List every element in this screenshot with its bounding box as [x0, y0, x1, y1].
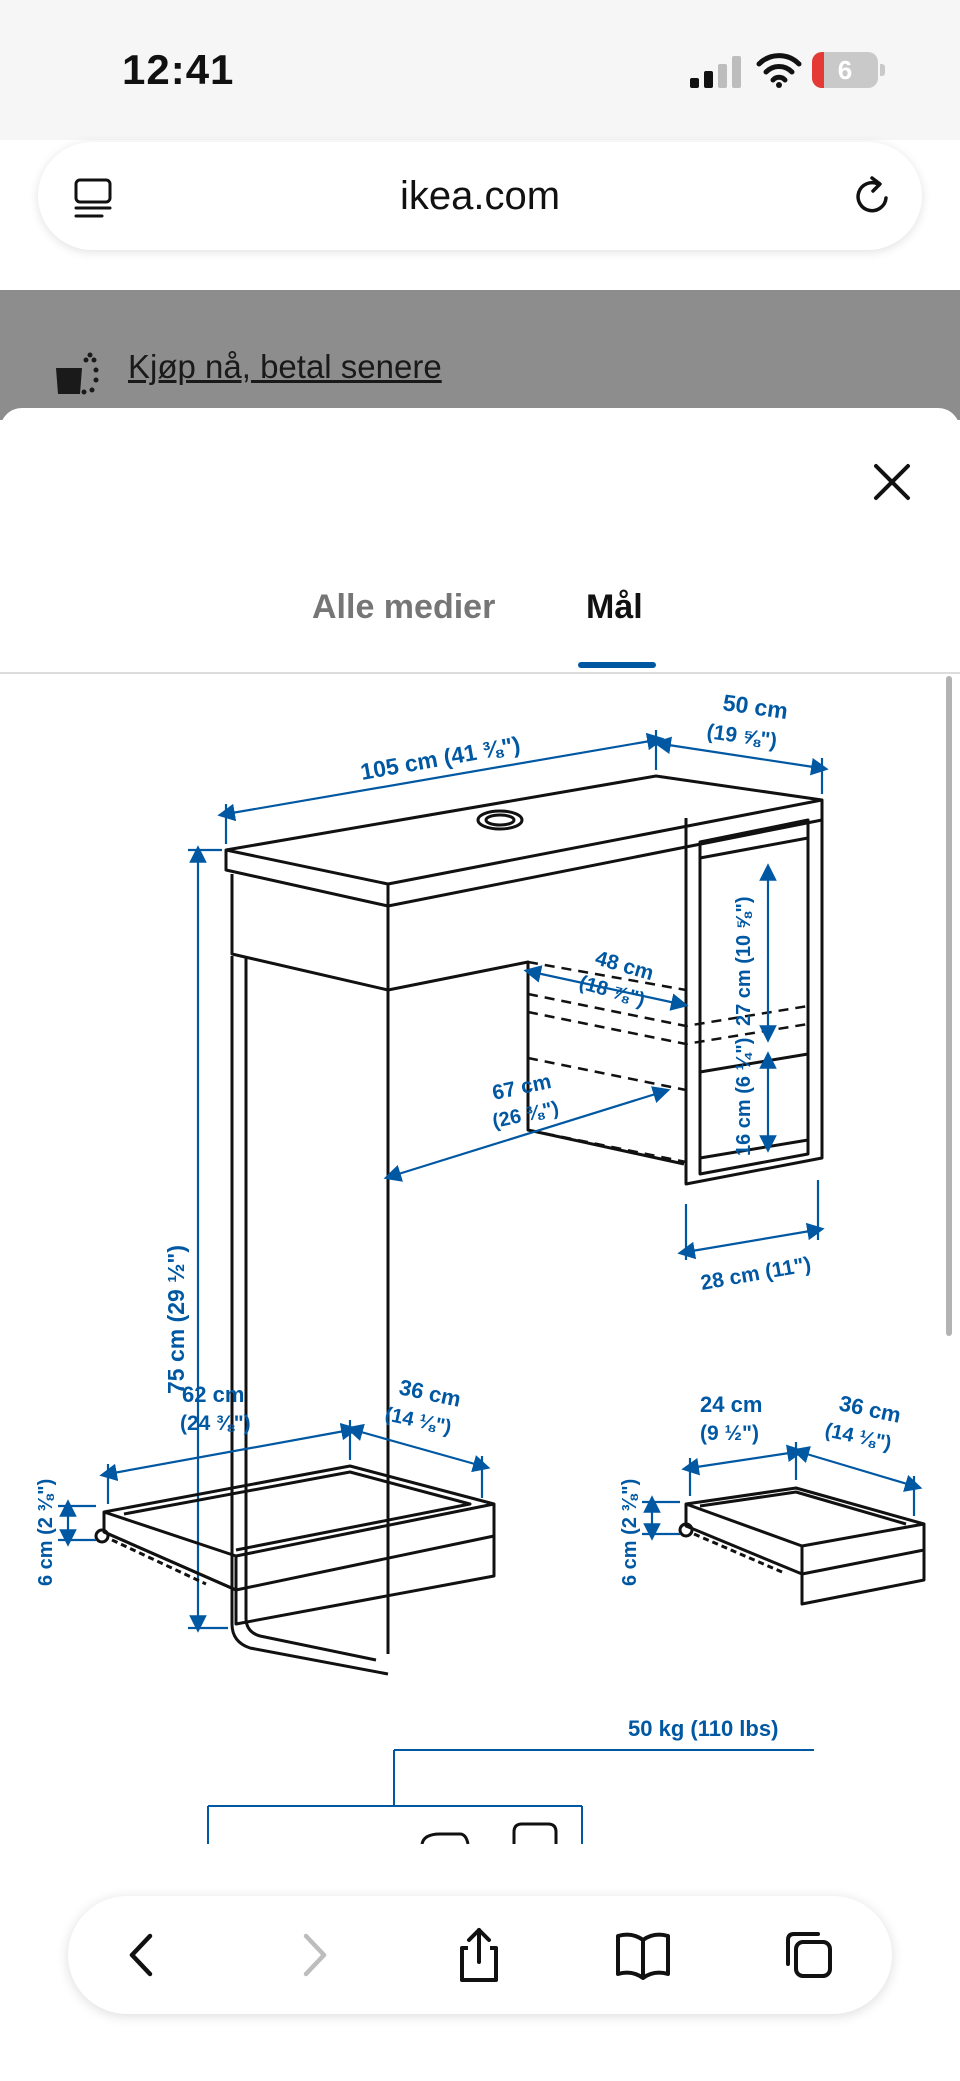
battery-level: 6 — [837, 55, 853, 85]
dim-large-drawer-height: 6 cm (2 ⅜") — [35, 1479, 57, 1586]
dim-upper-compartment: 27 cm (10 ⅝") — [733, 896, 755, 1026]
dim-large-drawer-depth-cm: 36 cm — [397, 1374, 463, 1411]
url-text[interactable]: ikea.com — [399, 174, 561, 218]
battery-icon: 6 — [812, 52, 878, 88]
share-icon[interactable] — [448, 1924, 510, 1986]
shopping-bag-icon — [56, 352, 99, 395]
dim-small-drawer-height: 6 cm (2 ⅜") — [619, 1479, 641, 1586]
dim-lower-compartment: 16 cm (6 ¼") — [733, 1038, 755, 1156]
dim-large-drawer-width-cm: 62 cm — [182, 1382, 244, 1407]
close-icon[interactable] — [866, 456, 918, 508]
active-tab-indicator — [578, 662, 656, 668]
dim-small-drawer-width-cm: 24 cm — [700, 1392, 762, 1417]
dim-small-drawer-width-in: (9 ½") — [700, 1422, 759, 1445]
dim-large-drawer-width-in: (24 ⅜") — [180, 1412, 251, 1435]
load-capacity-diagram — [207, 1749, 814, 1844]
dim-desk-depth-cm: 50 cm — [721, 689, 789, 724]
dim-side-width: 28 cm (11") — [699, 1253, 813, 1295]
media-tabs: Alle medier Mål — [0, 408, 960, 674]
dim-desk-height: 75 cm (29 ½") — [163, 1245, 189, 1394]
dim-small-drawer-depth-cm: 36 cm — [837, 1390, 903, 1427]
bookmarks-icon[interactable] — [612, 1924, 674, 1986]
wifi-icon — [756, 53, 802, 88]
scrollbar[interactable] — [946, 676, 952, 1336]
address-bar[interactable]: ikea.com — [38, 142, 922, 250]
forward-icon[interactable] — [282, 1924, 344, 1986]
page-backdrop: Kjøp nå, betal senere — [0, 290, 960, 420]
tabs-icon[interactable] — [778, 1924, 840, 1986]
browser-toolbar — [68, 1896, 892, 2014]
clock: 12:41 — [122, 46, 235, 93]
dim-max-load: 50 kg (110 lbs) — [628, 1716, 778, 1741]
back-icon[interactable] — [112, 1924, 174, 1986]
reload-icon[interactable] — [848, 172, 896, 220]
dim-large-drawer-depth-in: (14 ⅛") — [383, 1403, 453, 1439]
large-drawer-illustration — [94, 1464, 496, 1626]
cellular-signal-icon — [690, 56, 741, 88]
dim-desk-depth-in: (19 ⅝") — [705, 720, 778, 753]
tab-all-media[interactable]: Alle medier — [312, 588, 496, 626]
status-bar: 12:41 6 — [0, 0, 960, 140]
tab-dimensions[interactable]: Mål — [586, 588, 643, 626]
small-drawer-illustration — [678, 1486, 926, 1606]
dim-small-drawer-depth-in: (14 ⅛") — [823, 1419, 893, 1455]
pay-later-link[interactable]: Kjøp nå, betal senere — [128, 348, 442, 385]
reader-mode-icon[interactable] — [72, 176, 116, 220]
dimension-diagram: 105 cm (41 ⅜") 50 cm (19 ⅝") 75 cm (29 ½… — [35, 689, 926, 1844]
media-modal: Alle medier Mål — [0, 408, 960, 2081]
